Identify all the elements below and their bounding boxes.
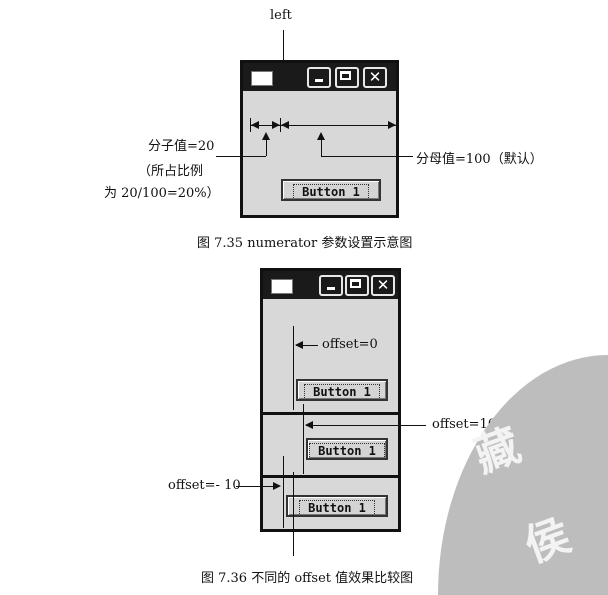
numerator-note-line2: 为 20/100=20%） — [104, 186, 220, 201]
close-button[interactable]: ✕ — [363, 67, 387, 88]
title-bar: ✕ — [243, 63, 396, 91]
maximize-button[interactable] — [345, 275, 369, 296]
offset-10-leader — [306, 425, 426, 426]
close-icon: ✕ — [376, 276, 390, 294]
watermark-seal: 藏 侯 — [438, 355, 608, 595]
figure-caption-7-35: 图 7.35 numerator 参数设置示意图 — [197, 236, 413, 251]
arrowhead-mid-left — [272, 121, 280, 129]
baseline-reference-line — [293, 472, 294, 556]
offset-10-arrowhead — [305, 421, 313, 429]
system-menu-icon[interactable] — [251, 71, 273, 86]
maximize-icon — [350, 279, 361, 288]
offset-10-label: offset=10 — [432, 417, 497, 432]
button-label: Button 1 — [299, 500, 375, 516]
button-label: Button 1 — [304, 384, 380, 400]
figure-caption-7-36: 图 7.36 不同的 offset 值效果比较图 — [201, 571, 414, 586]
denominator-label: 分母值=100（默认） — [416, 152, 543, 167]
numerator-leader-horizontal — [216, 156, 266, 157]
offset-0-reference-line — [293, 326, 294, 410]
watermark-char-1: 藏 — [468, 419, 527, 483]
minimize-button[interactable] — [307, 67, 331, 88]
offset-0-label: offset=0 — [322, 337, 378, 352]
button-offset-neg10[interactable]: Button 1 — [286, 495, 388, 517]
offset-10-reference-line — [303, 404, 304, 474]
numerator-label: 分子值=20 — [148, 139, 215, 154]
numerator-dimension-line — [250, 125, 398, 126]
dimension-tick-mid — [280, 118, 281, 132]
close-button[interactable]: ✕ — [371, 275, 395, 296]
minimize-button[interactable] — [319, 275, 343, 296]
button-1[interactable]: Button 1 — [281, 179, 381, 201]
watermark-char-2: 侯 — [518, 509, 577, 573]
minimize-icon — [327, 287, 335, 290]
offset-neg10-leader — [236, 486, 278, 487]
offset-neg10-label: offset=- 10 — [168, 478, 241, 493]
arrowhead-mid-right — [281, 121, 289, 129]
arrowhead-right — [388, 121, 396, 129]
maximize-icon — [340, 71, 351, 80]
section-divider-2 — [263, 475, 398, 478]
denominator-leader-arrowhead — [317, 132, 325, 140]
arrowhead-left — [251, 121, 259, 129]
offset-neg10-arrowhead — [273, 482, 281, 490]
button-offset-0[interactable]: Button 1 — [296, 379, 388, 401]
maximize-button[interactable] — [335, 67, 359, 88]
left-label: left — [270, 8, 292, 23]
minimize-icon — [315, 79, 323, 82]
numerator-leader-arrowhead — [262, 132, 270, 140]
section-divider-1 — [263, 412, 398, 415]
denominator-leader-vertical — [321, 134, 322, 156]
dimension-tick-left — [250, 118, 251, 132]
numerator-note-line1: （所占比例 — [138, 164, 204, 179]
system-menu-icon[interactable] — [271, 279, 293, 294]
window-offset: ✕ Button 1 Button 1 Button 1 — [260, 268, 401, 532]
title-bar: ✕ — [263, 271, 398, 299]
close-icon: ✕ — [368, 68, 382, 86]
denominator-leader-horizontal — [321, 156, 413, 157]
numerator-leader-vertical — [266, 134, 267, 156]
button-1-label: Button 1 — [293, 184, 369, 200]
dimension-tick-right — [396, 118, 397, 132]
offset-0-leader — [296, 345, 318, 346]
button-offset-10[interactable]: Button 1 — [306, 438, 388, 460]
offset-0-arrowhead — [295, 341, 303, 349]
button-label: Button 1 — [309, 443, 385, 459]
offset-neg10-reference-line — [283, 456, 284, 528]
